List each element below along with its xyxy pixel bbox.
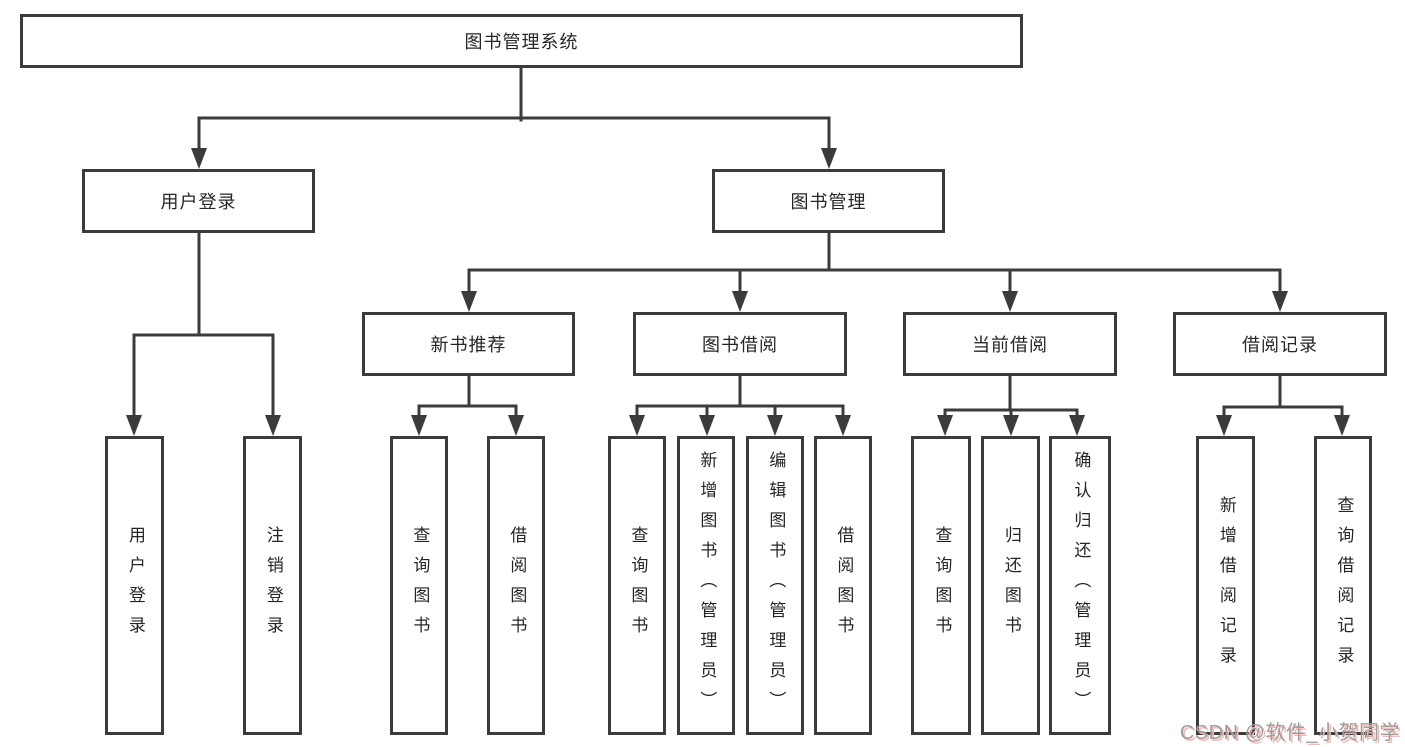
leaf-label: 查询借阅记录: [1334, 495, 1354, 676]
watermark: CSDN @软件_小贺同学: [1179, 722, 1400, 744]
leaf-edit-books-admin: 编辑图书（管理员）: [746, 436, 804, 735]
leaf-add-borrow-record: 新增借阅记录: [1196, 436, 1255, 735]
leaf-query-borrow-record: 查询借阅记录: [1314, 436, 1372, 735]
leaf-label: 借阅图书: [507, 525, 527, 646]
leaf-label: 新增图书（管理员）: [697, 450, 717, 721]
leaf-borrow-books-recommend: 借阅图书: [487, 436, 545, 735]
leaf-label: 确认归还（管理员）: [1071, 450, 1091, 721]
leaf-confirm-return-admin: 确认归还（管理员）: [1049, 436, 1111, 735]
leaf-label: 注销登录: [263, 525, 283, 646]
leaf-label: 用户登录: [125, 525, 145, 646]
leaf-query-books-current: 查询图书: [911, 436, 971, 735]
leaf-label: 编辑图书（管理员）: [766, 450, 786, 721]
leaf-label: 新增借阅记录: [1216, 495, 1236, 676]
box-library-management-system: 图书管理系统: [20, 14, 1023, 68]
box-new-book-recommendation: 新书推荐: [362, 312, 575, 376]
leaf-label: 查询图书: [410, 525, 430, 646]
box-user-login: 用户登录: [82, 169, 315, 233]
leaf-query-books-recommend: 查询图书: [390, 436, 448, 735]
leaf-label: 归还图书: [1001, 525, 1021, 646]
leaf-label: 查询图书: [932, 525, 952, 646]
box-book-borrowing: 图书借阅: [633, 312, 847, 376]
leaf-add-books-admin: 新增图书（管理员）: [677, 436, 735, 735]
box-current-borrowing: 当前借阅: [903, 312, 1117, 376]
leaf-user-login: 用户登录: [105, 436, 164, 735]
leaf-return-books: 归还图书: [981, 436, 1040, 735]
leaf-logout-login: 注销登录: [243, 436, 302, 735]
leaf-borrow-books-borrowing: 借阅图书: [814, 436, 872, 735]
leaf-label: 查询图书: [628, 525, 648, 646]
box-borrowing-records: 借阅记录: [1173, 312, 1387, 376]
leaf-query-books-borrowing: 查询图书: [608, 436, 666, 735]
leaf-label: 借阅图书: [834, 525, 854, 646]
box-book-management: 图书管理: [712, 169, 945, 233]
